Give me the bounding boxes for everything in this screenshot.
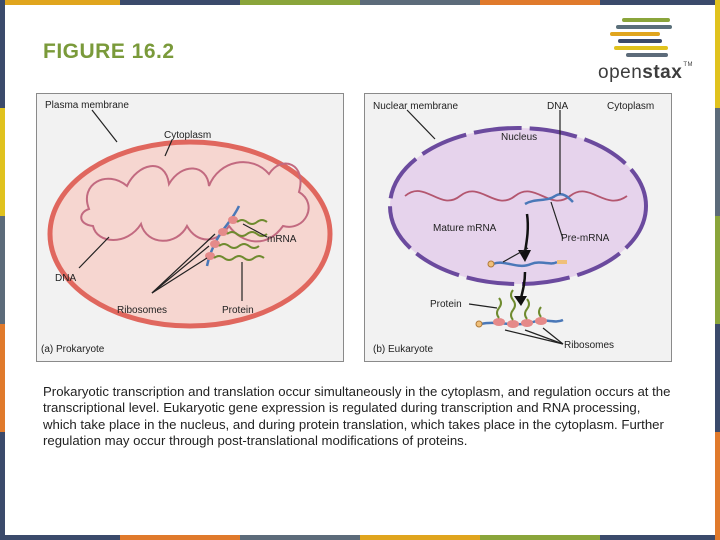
- eukaryote-protein-chains: [496, 289, 542, 321]
- protein-chain: [236, 219, 268, 225]
- five-prime-cap: [487, 260, 495, 268]
- label-nucleus: Nucleus: [501, 132, 537, 143]
- protein-chain: [218, 243, 260, 249]
- label-mrna: mRNA: [267, 234, 297, 245]
- poly-a-tail: [557, 260, 567, 264]
- ribosome: [521, 319, 533, 327]
- label-cytoplasm: Cytoplasm: [607, 101, 654, 112]
- label-nuclear-membrane: Nuclear membrane: [373, 101, 458, 112]
- panel-label-prokaryote: (a) Prokaryote: [41, 344, 105, 355]
- protein-chain: [538, 306, 542, 318]
- label-protein: Protein: [430, 299, 462, 310]
- cytoplasm-arrowhead: [514, 296, 527, 306]
- protein-chains: [213, 219, 268, 261]
- ribosomes-group: [205, 216, 238, 260]
- openstax-logo-wordmark: openstaxTM: [598, 62, 693, 83]
- slide-border-bottom: [0, 535, 720, 540]
- nucleus: [388, 126, 648, 286]
- label-protein: Protein: [222, 305, 254, 316]
- protein-chain: [524, 298, 530, 320]
- prokaryote-diagram: Plasma membrane Cytoplasm mRNA DNA Ribos…: [41, 100, 333, 355]
- label-ribosomes: Ribosomes: [117, 305, 167, 316]
- label-dna: DNA: [547, 101, 568, 112]
- figure-caption: Prokaryotic transcription and translatio…: [43, 384, 671, 449]
- ribosome: [228, 216, 238, 224]
- protein-chain: [213, 255, 265, 261]
- label-ribosomes: Ribosomes: [564, 340, 614, 351]
- eukaryote-diagram: Nuclear membrane DNA Cytoplasm Nucleus M…: [373, 101, 654, 355]
- slide-border-left: [0, 0, 5, 540]
- ribosome: [210, 240, 220, 248]
- label-cytoplasm: Cytoplasm: [164, 130, 211, 141]
- label-pre-mrna: Pre-mRNA: [561, 233, 610, 244]
- prokaryote-leader-lines: [78, 109, 268, 301]
- cytoplasmic-cap: [475, 320, 483, 328]
- label-plasma-membrane: Plasma membrane: [45, 100, 129, 111]
- ribosome: [493, 318, 505, 326]
- pre-mrna-strand: [524, 193, 574, 206]
- nuclear-dna-strand: [404, 190, 628, 202]
- eukaryote-panel: Nuclear membrane DNA Cytoplasm Nucleus M…: [364, 93, 672, 362]
- label-dna: DNA: [55, 273, 76, 284]
- ribosome: [535, 317, 547, 325]
- cytoplasm-arrow: [519, 271, 527, 299]
- slide-border-right: [715, 0, 720, 540]
- slide-title: FIGURE 16.2: [43, 40, 175, 63]
- export-arrowhead: [518, 250, 531, 262]
- ribosome: [507, 320, 519, 328]
- ribosome: [218, 228, 228, 236]
- openstax-logo-icon: [610, 18, 672, 57]
- plasma-membrane: [47, 139, 333, 329]
- prokaryote-panel: Plasma membrane Cytoplasm mRNA DNA Ribos…: [36, 93, 344, 362]
- panel-label-eukaryote: (b) Eukaryote: [373, 344, 433, 355]
- label-mature-mrna: Mature mRNA: [433, 223, 497, 234]
- protein-chain: [510, 289, 516, 321]
- ribosome: [205, 252, 215, 260]
- dna-loop: [80, 161, 310, 243]
- slide-border-top: [0, 0, 720, 5]
- protein-chain: [226, 231, 268, 237]
- protein-chain: [496, 297, 502, 319]
- mature-mrna-strand: [492, 260, 558, 268]
- eukaryote-leader-lines: [406, 109, 564, 345]
- eukaryote-ribosomes: [493, 317, 547, 328]
